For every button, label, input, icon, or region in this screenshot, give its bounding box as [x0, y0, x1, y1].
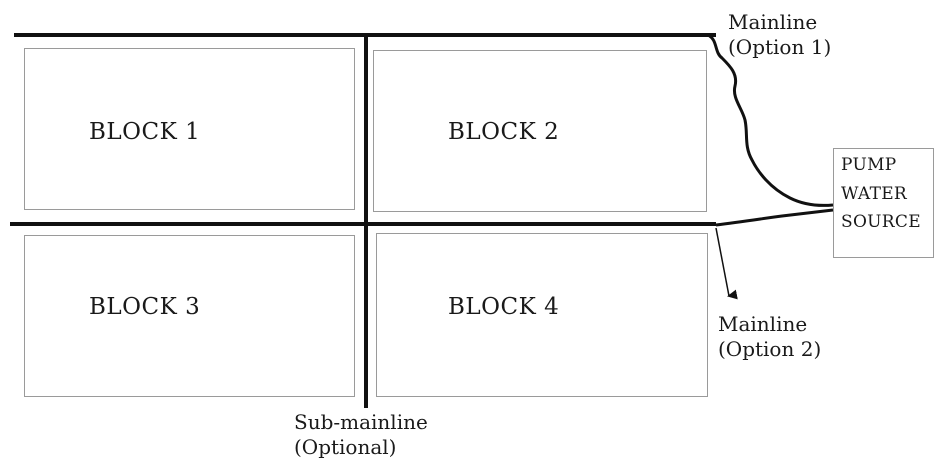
mainline-option-1-title: Mainline [728, 10, 818, 34]
block-3 [24, 235, 355, 397]
mainline-option-2-connector [715, 208, 834, 227]
sub-mainline-subtitle: (Optional) [294, 435, 397, 459]
mainline-option-1-connector [707, 33, 834, 207]
mainline-option-2-title: Mainline [718, 312, 808, 336]
mainline-option-2-subtitle: (Option 2) [718, 337, 822, 361]
block-1-label: BLOCK 1 [89, 119, 201, 145]
block-4-label: BLOCK 4 [448, 294, 560, 320]
water-label: WATER [841, 184, 908, 204]
pump-water-source-box: PUMP WATER SOURCE [833, 148, 934, 258]
mainline-option-1-subtitle: (Option 1) [728, 35, 832, 59]
block-3-label: BLOCK 3 [89, 294, 201, 320]
mainline-option-2-arrow [715, 227, 738, 300]
block-4 [376, 233, 708, 397]
sub-mainline-title: Sub-mainline [294, 410, 428, 434]
block-2 [373, 50, 707, 212]
mainline-option-2-label: Mainline (Option 2) [718, 312, 821, 362]
mainline-option-1-label: Mainline (Option 1) [728, 10, 831, 60]
sub-mainline-label: Sub-mainline (Optional) [294, 410, 428, 460]
block-1 [24, 48, 355, 210]
pump-label: PUMP [841, 155, 897, 175]
source-label: SOURCE [841, 212, 921, 232]
block-2-label: BLOCK 2 [448, 119, 560, 145]
